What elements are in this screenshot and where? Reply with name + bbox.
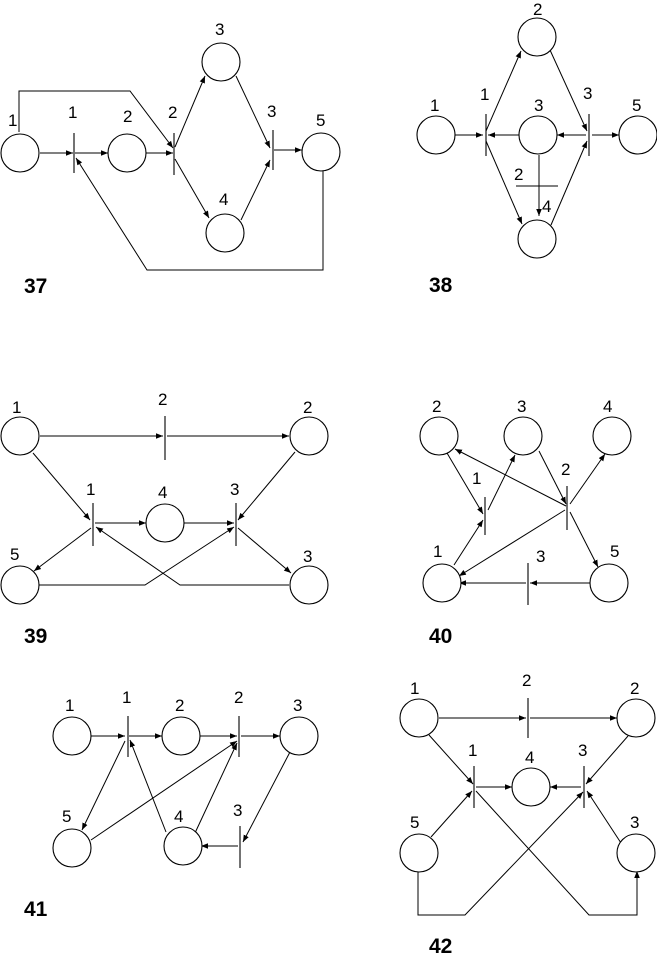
position-label: 5 xyxy=(632,96,641,115)
diagram-number: 39 xyxy=(24,625,47,648)
diagram-39: 1 2 4 5 3 2 1 3 39 xyxy=(0,390,329,648)
position-label: 5 xyxy=(610,542,619,561)
diagram-number: 37 xyxy=(24,275,47,298)
position-label: 2 xyxy=(432,397,441,416)
diagram-number: 41 xyxy=(24,898,48,921)
position-label: 1 xyxy=(12,398,21,417)
transition-label: 3 xyxy=(583,84,592,103)
diagram-37: 1 2 3 4 5 1 2 3 37 xyxy=(0,20,341,298)
position-label: 4 xyxy=(174,807,183,826)
transition-label: 2 xyxy=(561,460,570,479)
position-label: 5 xyxy=(410,813,419,832)
transition-label: 2 xyxy=(168,103,177,122)
position-label: 2 xyxy=(175,696,184,715)
position-label: 3 xyxy=(534,96,543,115)
position-label: 3 xyxy=(293,696,302,715)
position-label: 1 xyxy=(410,679,419,698)
transition-label: 3 xyxy=(578,741,587,760)
diagram-40: 2 3 4 1 5 1 2 3 40 xyxy=(419,397,632,648)
diagram-41: 1 2 3 5 4 1 2 3 41 xyxy=(24,688,319,921)
position-label: 1 xyxy=(65,696,74,715)
transition-label: 2 xyxy=(522,671,531,690)
diagram-number: 42 xyxy=(429,935,452,956)
position-label: 3 xyxy=(215,20,224,39)
transition-label: 1 xyxy=(472,469,481,488)
position-label: 3 xyxy=(517,397,526,416)
transition-label: 3 xyxy=(267,102,276,121)
position-label: 3 xyxy=(630,813,639,832)
position-label: 1 xyxy=(8,111,17,130)
diagram-42: 1 2 4 5 3 2 1 3 42 xyxy=(399,671,656,956)
position-label: 4 xyxy=(219,190,228,209)
position-label: 5 xyxy=(62,807,71,826)
transition-label: 2 xyxy=(158,390,167,409)
transition-label: 3 xyxy=(230,480,239,499)
transition-label: 1 xyxy=(122,688,131,707)
diagram-38: 1 2 3 5 1 2 3 4 38 xyxy=(416,0,657,297)
position-label: 2 xyxy=(630,679,639,698)
position-label: 4 xyxy=(525,748,534,767)
transition-label: 1 xyxy=(68,103,77,122)
position-label: 1 xyxy=(433,542,442,561)
transition-label: 2 xyxy=(234,688,243,707)
transition-label: 1 xyxy=(480,85,489,104)
position-label: 1 xyxy=(430,96,439,115)
diagram-number: 40 xyxy=(429,625,452,648)
transition-label: 1 xyxy=(86,480,95,499)
position-label: 4 xyxy=(603,397,612,416)
diagram-number: 38 xyxy=(429,274,453,297)
position-label: 2 xyxy=(123,107,132,126)
position-label: 5 xyxy=(316,111,325,130)
transition-label: 1 xyxy=(468,741,477,760)
transition-label: 4 xyxy=(542,197,551,216)
position-label: 3 xyxy=(303,547,312,566)
transition-label: 3 xyxy=(536,547,545,566)
position-label: 4 xyxy=(158,483,167,502)
position-label: 2 xyxy=(303,398,312,417)
position-label: 2 xyxy=(533,0,542,19)
position-label: 5 xyxy=(10,545,19,564)
transition-label: 3 xyxy=(233,801,242,820)
transition-label: 2 xyxy=(514,165,523,184)
